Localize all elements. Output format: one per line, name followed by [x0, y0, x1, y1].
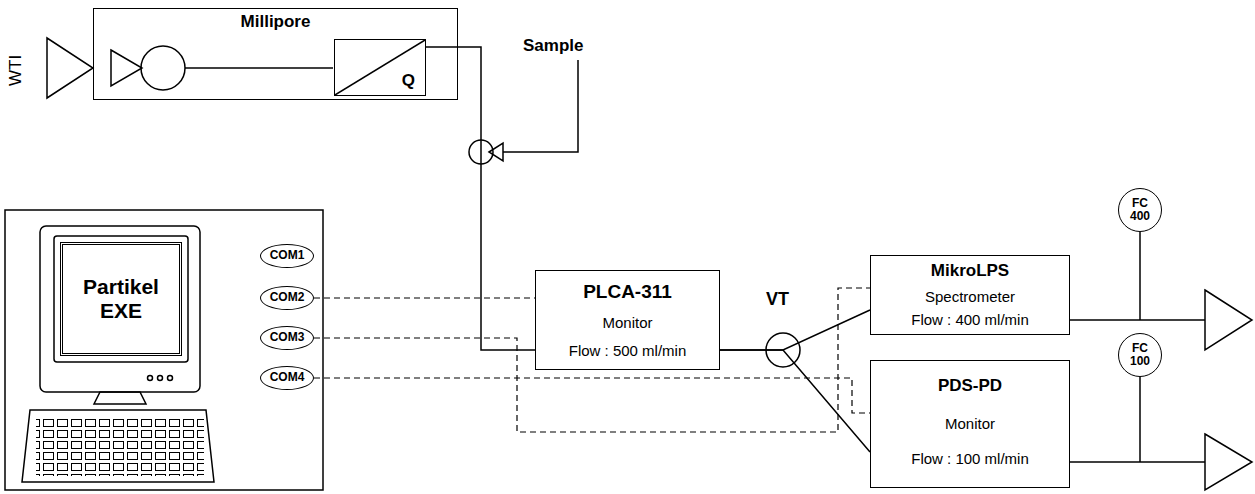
instrument-box: MikroLPS SpectrometerFlow : 400 ml/min — [870, 255, 1070, 335]
node-text: Flow : 400 ml/min — [911, 311, 1029, 328]
node-text: Flow : 100 ml/min — [911, 450, 1029, 467]
flow-controller-circle: FC 100 — [1118, 333, 1162, 377]
pump-circle — [141, 46, 185, 90]
monitor-button — [148, 376, 153, 381]
flow-controller-circle: FC 400 — [1118, 188, 1162, 232]
flow-sensor-stem — [1139, 377, 1141, 462]
node-title: Q — [402, 71, 415, 91]
node-title: COM3 — [270, 331, 305, 345]
node-title: Millipore — [241, 12, 311, 32]
pipe — [426, 47, 535, 350]
node-title: PLCA-311 — [583, 281, 672, 303]
keyboard — [22, 410, 214, 482]
node-text: Monitor — [602, 314, 652, 331]
node-text: Flow : 500 ml/min — [569, 342, 687, 359]
node-title: Partikel EXE — [66, 275, 176, 323]
outlet-triangle — [1205, 290, 1252, 350]
instrument-box: PLCA-311MonitorFlow : 500 ml/min — [535, 270, 720, 370]
node-title: MikroLPS — [931, 261, 1009, 281]
port-ellipse: COM2 — [260, 286, 314, 310]
flow-sensor-stem — [1139, 232, 1141, 320]
port-ellipse: COM4 — [260, 366, 314, 390]
outlet-triangle — [1205, 434, 1252, 490]
port-ellipse: COM1 — [260, 244, 314, 268]
sample-pipe — [503, 60, 578, 152]
node-title: COM4 — [270, 371, 305, 385]
pipe — [185, 67, 333, 69]
monitor-button — [158, 376, 163, 381]
filter-box: Q — [334, 39, 426, 96]
node-text: Monitor — [945, 415, 995, 432]
inlet-label: WTI — [6, 55, 26, 86]
valve-label: VT — [766, 289, 789, 310]
node-title: PDS-PD — [938, 376, 1002, 396]
valve-triangle — [489, 143, 503, 161]
pipe — [720, 310, 870, 350]
port-ellipse: COM3 — [260, 326, 314, 350]
pipe — [720, 350, 870, 452]
pump-triangle — [111, 50, 142, 86]
data-cable — [314, 288, 870, 432]
inlet-triangle — [47, 38, 93, 98]
keyboard-keys — [36, 416, 204, 476]
node-title: FC 100 — [1127, 342, 1153, 367]
outlet-pipe — [1070, 319, 1205, 321]
monitor-button — [168, 376, 173, 381]
screen: Partikel EXE — [60, 242, 182, 356]
monitor-bezel — [54, 236, 188, 362]
data-cable — [314, 297, 535, 298]
sample-label: Sample — [523, 36, 583, 56]
unit-box: MilliporeQ — [93, 8, 458, 100]
node-title: COM1 — [270, 249, 305, 263]
node-text: Spectrometer — [925, 288, 1015, 305]
computer-box — [5, 210, 323, 490]
data-cable — [314, 378, 870, 413]
node-title: COM2 — [270, 291, 305, 305]
node-title: FC 400 — [1127, 197, 1153, 222]
monitor-stand — [94, 392, 146, 404]
outlet-pipe — [1070, 461, 1205, 463]
instrument-box: PDS-PD MonitorFlow : 100 ml/min — [870, 360, 1070, 488]
monitor-case — [40, 226, 200, 392]
